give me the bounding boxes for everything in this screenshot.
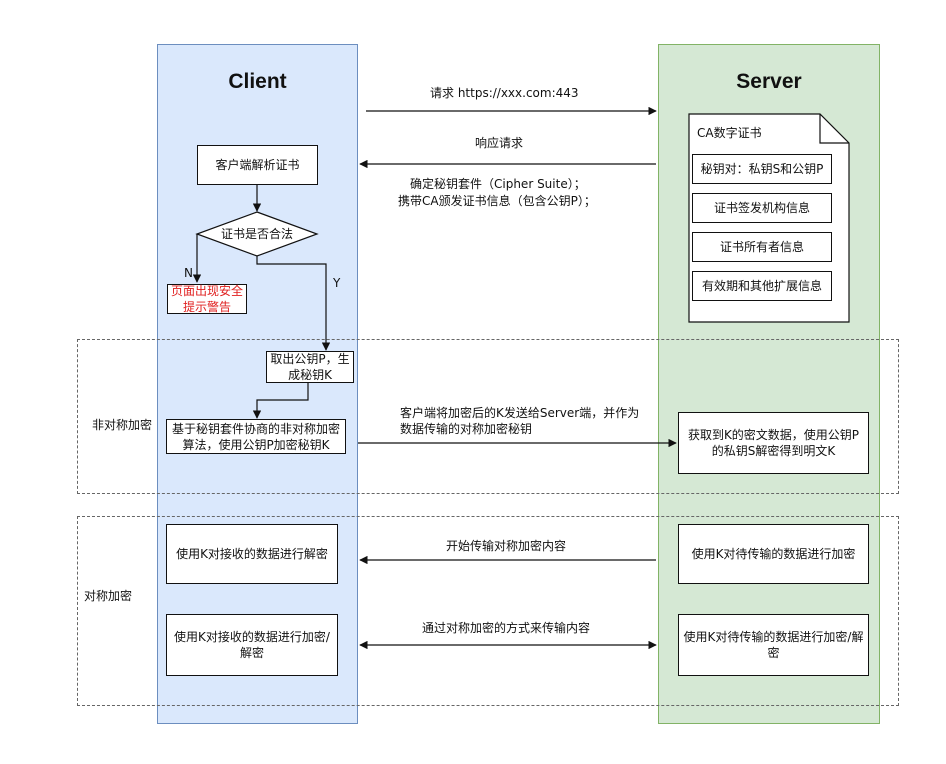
start-transfer-label: 开始传输对称加密内容 (446, 539, 567, 553)
encrypt-key-box: 基于秘钥套件协商的非对称加密算法，使用公钥P加密秘钥K (166, 419, 346, 454)
symmetric-zone (77, 516, 899, 706)
warning-box: 页面出现安全提示警告 (167, 284, 247, 314)
send-key-label-1: 客户端将加密后的K发送给Server端，并作为 (400, 406, 640, 420)
encdec-transfer-box: 使用K对待传输的数据进行加密/解密 (678, 614, 869, 676)
yes-branch-arrow (256, 256, 331, 351)
no-label: N (184, 266, 193, 280)
cert-item-keypair: 秘钥对：私钥S和公钥P (692, 154, 832, 184)
client-title: Client (228, 70, 287, 93)
decrypt-key-box: 获取到K的密文数据，使用公钥P的私钥S解密得到明文K (678, 412, 869, 474)
encrypt-transfer-box: 使用K对待传输的数据进行加密 (678, 524, 869, 584)
sym-transfer-label: 通过对称加密的方式来传输内容 (422, 621, 591, 635)
decrypt-received-box: 使用K对接收的数据进行解密 (166, 524, 338, 584)
gen-key-box: 取出公钥P，生成秘钥K (266, 351, 354, 383)
response-detail-1: 确定秘钥套件（Cipher Suite）； (410, 177, 586, 191)
cert-item-owner: 证书所有者信息 (692, 232, 832, 262)
asymmetric-zone-label: 非对称加密 (92, 418, 153, 432)
parse-cert-box: 客户端解析证书 (197, 145, 318, 185)
genkey-to-encrypt-arrow (252, 383, 309, 419)
cert-item-validity: 有效期和其他扩展信息 (692, 271, 832, 301)
response-detail-2: 携带CA颁发证书信息（包含公钥P）； (398, 194, 596, 208)
encdec-received-box: 使用K对接收的数据进行加密/解密 (166, 614, 338, 676)
symmetric-zone-label: 对称加密 (84, 589, 133, 603)
asymmetric-zone (77, 339, 899, 494)
request-label: 请求 https://xxx.com:443 (430, 86, 579, 100)
send-key-label-2: 数据传输的对称加密秘钥 (400, 422, 533, 436)
cert-item-issuer: 证书签发机构信息 (692, 193, 832, 223)
decision-label: 证书是否合法 (220, 227, 293, 241)
yes-label: Y (333, 276, 341, 290)
server-title: Server (736, 70, 802, 93)
cert-title: CA数字证书 (697, 126, 762, 140)
response-label: 响应请求 (475, 136, 524, 150)
